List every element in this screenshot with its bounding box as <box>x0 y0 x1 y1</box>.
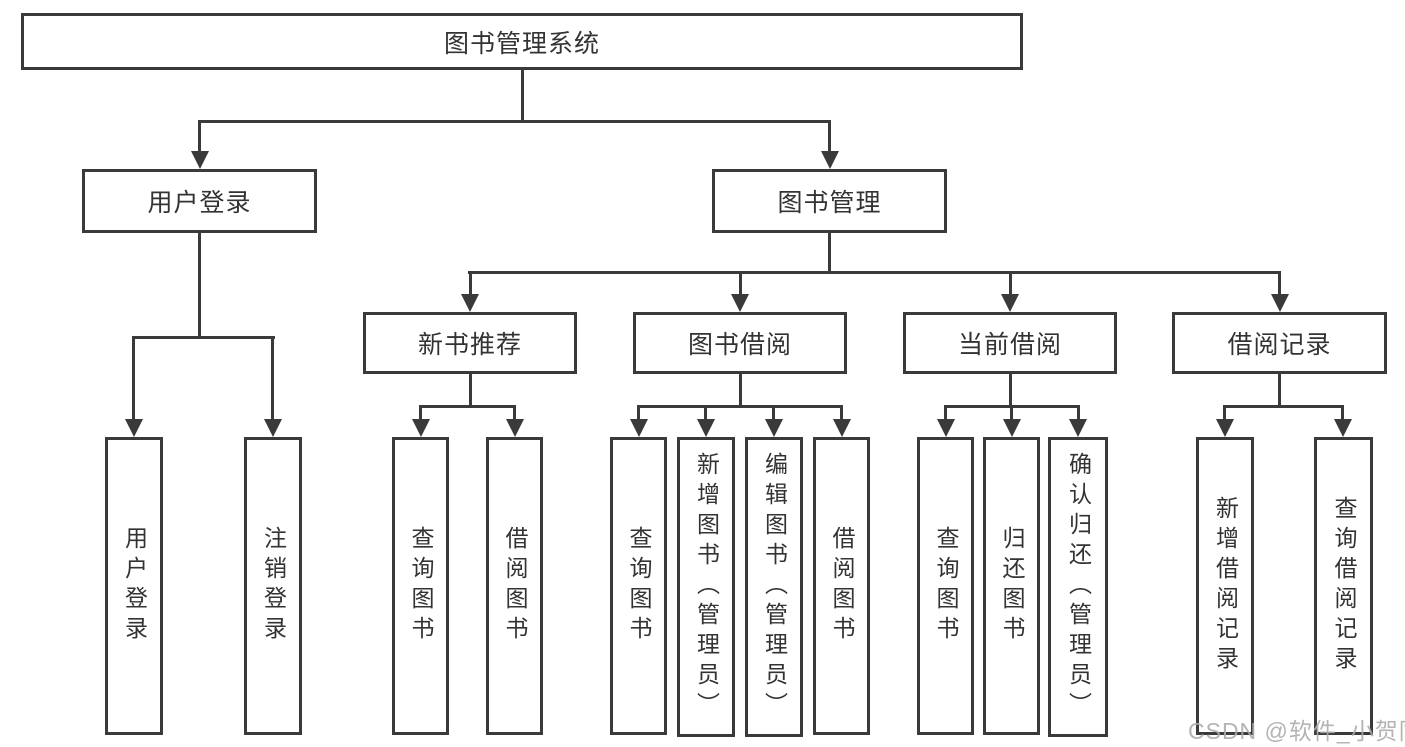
connector-level2-shaft <box>739 271 742 295</box>
connector-group-rail <box>637 405 843 408</box>
connector-group-stem <box>1278 374 1281 408</box>
connector-leaf-shaft <box>1223 405 1226 420</box>
leaf-query-books-borrow: 查询图书 <box>610 437 667 735</box>
arrow-down-icon <box>1216 419 1234 437</box>
node-book-borrow: 图书借阅 <box>633 312 847 374</box>
leaf-return-book-label: 归还图书 <box>999 526 1025 646</box>
connector-group-stem <box>739 374 742 408</box>
arrow-down-icon <box>264 419 282 437</box>
leaf-query-borrow-record: 查询借阅记录 <box>1314 437 1373 735</box>
connector-leaf-shaft <box>271 336 274 420</box>
arrow-down-icon <box>833 419 851 437</box>
leaf-borrow-books-recommend: 借阅图书 <box>486 437 543 735</box>
leaf-query-books-current-label: 查询图书 <box>933 526 959 646</box>
leaf-query-books-recommend-label: 查询图书 <box>408 526 434 646</box>
arrow-down-icon <box>461 294 479 312</box>
leaf-logout: 注销登录 <box>244 437 302 735</box>
node-new-book-recommend-label: 新书推荐 <box>417 331 522 359</box>
arrow-down-icon <box>1001 294 1019 312</box>
leaf-query-books-recommend: 查询图书 <box>392 437 449 735</box>
connector-group-rail <box>419 405 516 408</box>
connector-user-login-rail <box>132 336 275 339</box>
connector-user-login-stem <box>198 233 201 339</box>
connector-level2-shaft <box>1278 271 1281 295</box>
connector-leaf-shaft <box>132 336 135 420</box>
arrow-down-icon <box>821 151 839 169</box>
leaf-add-borrow-record-label: 新增借阅记录 <box>1212 496 1239 676</box>
connector-root-stem <box>521 69 524 121</box>
arrow-down-icon <box>1271 294 1289 312</box>
connector-group-stem <box>1009 374 1012 408</box>
node-borrow-records: 借阅记录 <box>1172 312 1387 374</box>
connector-leaf-shaft <box>704 405 707 420</box>
arrow-down-icon <box>191 151 209 169</box>
node-user-login-label: 用户登录 <box>147 189 252 217</box>
leaf-logout-label: 注销登录 <box>260 526 287 646</box>
node-borrow-records-label: 借阅记录 <box>1227 331 1332 359</box>
connector-level2-shaft <box>469 271 472 295</box>
node-current-borrow-label: 当前借阅 <box>957 331 1062 359</box>
node-book-management: 图书管理 <box>712 169 947 233</box>
connector-leaf-shaft <box>419 405 422 420</box>
arrow-down-icon <box>697 419 715 437</box>
node-root-label: 图书管理系统 <box>443 29 600 58</box>
connector-book-mgmt-stem <box>828 233 831 274</box>
arrow-down-icon <box>630 419 648 437</box>
connector-group-rail <box>1223 405 1344 408</box>
connector-leaf-shaft <box>1077 405 1080 420</box>
node-current-borrow: 当前借阅 <box>903 312 1117 374</box>
arrow-down-icon <box>765 419 783 437</box>
leaf-add-book-admin: 新增图书（管理员） <box>677 437 735 737</box>
leaf-borrow-books-recommend-label: 借阅图书 <box>502 526 528 646</box>
node-root: 图书管理系统 <box>21 13 1023 70</box>
leaf-confirm-return-admin: 确认归还（管理员） <box>1048 437 1108 737</box>
arrow-down-icon <box>412 419 430 437</box>
leaf-add-book-admin-label: 新增图书（管理员） <box>693 452 720 722</box>
connector-leaf-shaft <box>1010 405 1013 420</box>
connector-leaf-shaft <box>513 405 516 420</box>
connector-level2-rail <box>468 271 1281 274</box>
leaf-user-login-label: 用户登录 <box>121 526 148 646</box>
node-new-book-recommend: 新书推荐 <box>363 312 577 374</box>
arrow-down-icon <box>1334 419 1352 437</box>
connector-group-stem <box>469 374 472 408</box>
leaf-edit-book-admin-label: 编辑图书（管理员） <box>761 452 788 722</box>
leaf-return-book: 归还图书 <box>983 437 1040 735</box>
leaf-query-borrow-record-label: 查询借阅记录 <box>1331 496 1357 676</box>
watermark: CSDN @软件_小贺同学 <box>1188 718 1405 744</box>
leaf-add-borrow-record: 新增借阅记录 <box>1196 437 1254 735</box>
leaf-confirm-return-admin-label: 确认归还（管理员） <box>1065 452 1092 722</box>
leaf-query-books-borrow-label: 查询图书 <box>626 526 652 646</box>
arrow-down-icon <box>125 419 143 437</box>
connector-level1-rail <box>198 120 831 123</box>
leaf-query-books-current: 查询图书 <box>917 437 974 735</box>
connector-leaf-shaft <box>637 405 640 420</box>
arrow-down-icon <box>1003 419 1021 437</box>
node-user-login: 用户登录 <box>82 169 317 233</box>
connector-leaf-shaft <box>944 405 947 420</box>
node-book-borrow-label: 图书借阅 <box>687 331 792 359</box>
leaf-user-login: 用户登录 <box>105 437 163 735</box>
leaf-borrow-books: 借阅图书 <box>813 437 870 735</box>
connector-leaf-shaft <box>772 405 775 420</box>
connector-user-login-shaft <box>198 120 201 152</box>
arrow-down-icon <box>506 419 524 437</box>
connector-leaf-shaft <box>840 405 843 420</box>
arrow-down-icon <box>731 294 749 312</box>
leaf-borrow-books-label: 借阅图书 <box>829 526 855 646</box>
connector-book-mgmt-shaft <box>828 120 831 152</box>
connector-leaf-shaft <box>1341 405 1344 420</box>
connector-level2-shaft <box>1009 271 1012 295</box>
node-book-management-label: 图书管理 <box>777 189 882 217</box>
leaf-edit-book-admin: 编辑图书（管理员） <box>745 437 803 737</box>
arrow-down-icon <box>1069 419 1087 437</box>
arrow-down-icon <box>937 419 955 437</box>
